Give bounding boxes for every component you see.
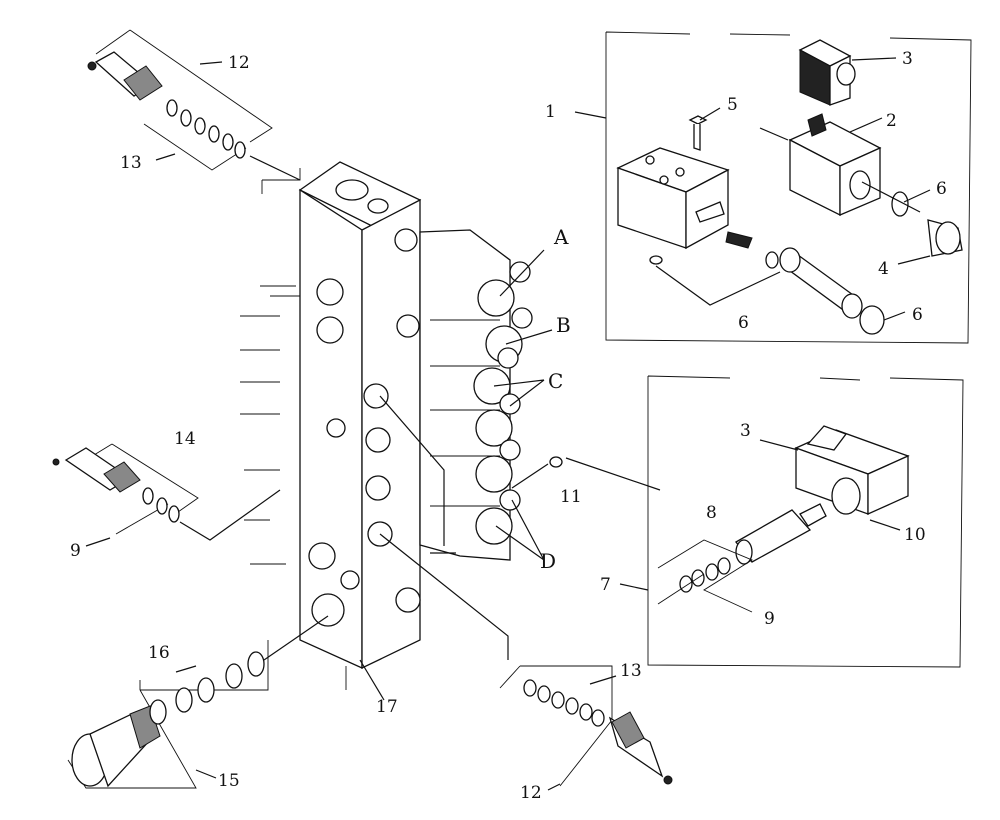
- o-ring-part: [208, 125, 220, 143]
- callout-16: 16: [148, 643, 170, 663]
- o-ring-part: [168, 505, 180, 523]
- o-ring-part: [156, 497, 168, 515]
- callout-8: 8: [706, 503, 717, 523]
- o-ring-part: [705, 563, 719, 581]
- o-ring-part: [859, 305, 885, 335]
- relief-valve-assembly-group: [619, 375, 964, 668]
- cartridge-valve-top-left: [87, 29, 301, 181]
- o-ring-part: [225, 663, 243, 689]
- o-ring-part: [194, 117, 206, 135]
- callout-7: 7: [600, 575, 611, 595]
- o-ring-part: [549, 456, 563, 468]
- callout-17: 17: [376, 697, 398, 717]
- o-ring-part: [523, 679, 537, 697]
- callout-3: 3: [740, 421, 751, 441]
- callout-A: A: [553, 225, 569, 249]
- cartridge-part: [87, 51, 163, 101]
- solenoid-valve-assembly-group: [574, 31, 972, 344]
- callout-C: C: [548, 369, 563, 393]
- coil-part: [788, 113, 882, 217]
- o-ring-part: [579, 703, 593, 721]
- screw-part: [688, 115, 708, 151]
- cartridge-part: [52, 447, 141, 493]
- callout-15: 15: [218, 771, 240, 791]
- o-ring-part: [166, 99, 178, 117]
- cartridge-part: [608, 711, 673, 785]
- nut-part: [927, 219, 963, 257]
- explode-guides: [240, 168, 347, 690]
- o-ring-part: [222, 133, 234, 151]
- o-ring-part: [717, 557, 731, 575]
- valve-cartridge-part: [735, 503, 827, 565]
- callout-11: 11: [560, 487, 582, 507]
- coil-part: [794, 425, 910, 516]
- valve-body-part: [616, 147, 730, 250]
- o-ring-part: [537, 685, 551, 703]
- solenoid-stack-part: [419, 229, 533, 561]
- solenoid-d: [475, 439, 521, 545]
- o-ring-part: [149, 699, 167, 725]
- valve-cartridge-part: [779, 247, 863, 319]
- callout-4: 4: [878, 259, 889, 279]
- callout-14: 14: [174, 429, 196, 449]
- o-ring-part: [891, 191, 909, 217]
- connector-part: [798, 39, 856, 106]
- cartridge-valve-left: [52, 443, 281, 547]
- cartridge-valve-bottom-left: [67, 615, 329, 789]
- o-ring-part: [565, 697, 579, 715]
- callout-6: 6: [738, 313, 749, 333]
- valve-stem-part: [695, 201, 753, 249]
- o-ring-part: [679, 575, 693, 593]
- o-ring-part: [180, 109, 192, 127]
- solenoid-a: [477, 261, 531, 317]
- o-ring-part: [175, 687, 193, 713]
- callout-6: 6: [936, 179, 947, 199]
- callout-10: 10: [904, 525, 926, 545]
- callout-2: 2: [886, 111, 897, 131]
- callout-B: B: [556, 313, 571, 337]
- o-ring-part: [551, 691, 565, 709]
- callout-3: 3: [902, 49, 913, 69]
- o-ring-part: [142, 487, 154, 505]
- manifold-block-part: [298, 161, 422, 670]
- plug-part: [71, 705, 161, 788]
- callout-6: 6: [912, 305, 923, 325]
- o-ring-part: [197, 677, 215, 703]
- o-ring-part: [247, 651, 265, 677]
- callout-9: 9: [764, 609, 775, 629]
- callout-D: D: [540, 549, 556, 573]
- o-ring-part: [649, 255, 663, 265]
- callout-1: 1: [545, 102, 556, 122]
- cartridge-valve-bottom-right: [379, 533, 673, 791]
- callout-13: 13: [120, 153, 142, 173]
- o-ring-part: [765, 251, 779, 269]
- o-ring-part: [591, 709, 605, 727]
- callout-5: 5: [727, 95, 738, 115]
- callout-13: 13: [620, 661, 642, 681]
- solenoid-c: [473, 347, 521, 447]
- callout-12: 12: [520, 783, 542, 803]
- callout-12: 12: [228, 53, 250, 73]
- o-ring-part: [234, 141, 246, 159]
- callout-9: 9: [70, 541, 81, 561]
